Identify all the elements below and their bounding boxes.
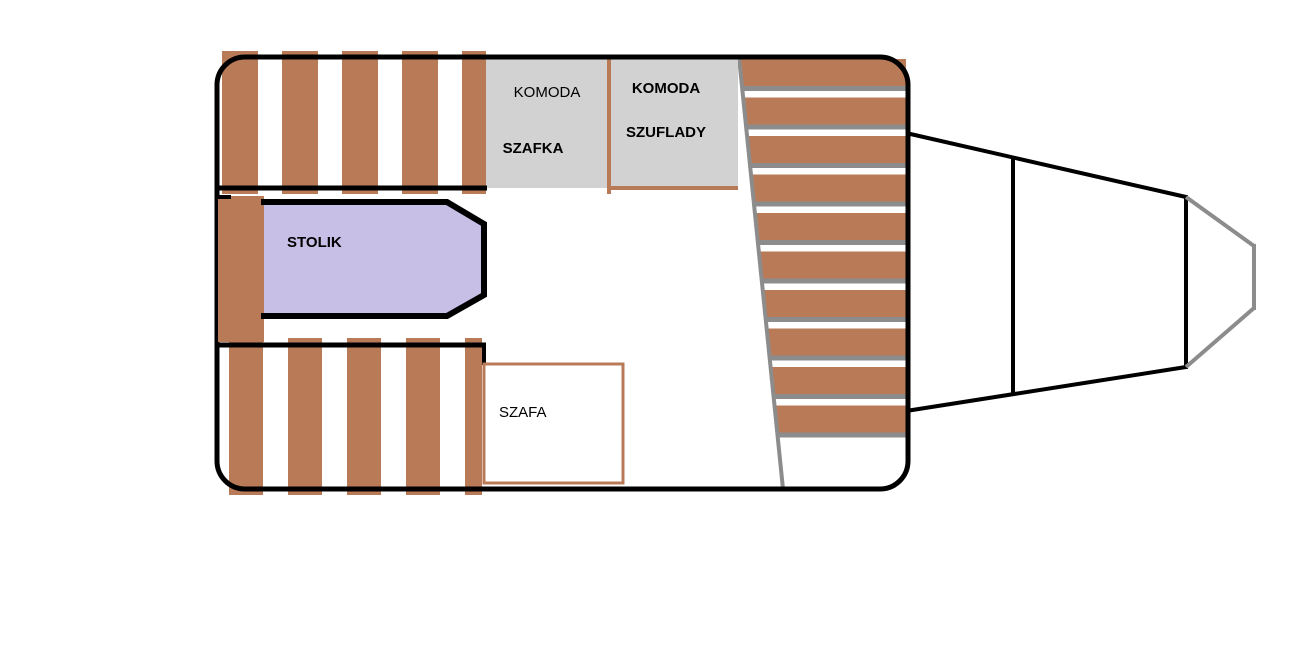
komoda-szafka-label-line1: KOMODA	[514, 84, 581, 101]
szafa-label: SZAFA	[499, 404, 547, 421]
wardrobe-szafa-body	[482, 362, 625, 485]
drawbar-top-line	[905, 131, 1187, 199]
bench-seat-strip-body	[218, 196, 264, 342]
cabinet-komoda-szafka-body	[486, 59, 608, 188]
bed-right-slant-edge	[737, 56, 785, 490]
komoda-szafka-label-line2: SZAFKA	[503, 140, 564, 157]
slat	[347, 338, 381, 495]
bed-right-slats	[737, 56, 906, 490]
komoda-szuflady-label-line2: SZUFLADY	[626, 124, 706, 141]
drawbar-frame	[905, 131, 1256, 413]
slat	[402, 51, 438, 194]
slat	[465, 338, 482, 495]
caravan-body-outline	[214, 54, 911, 492]
slat	[229, 338, 263, 495]
cabinet-komoda-szuflady-body	[610, 59, 738, 188]
table-stolik: STOLIK	[261, 199, 487, 319]
hitch-tip	[1184, 195, 1256, 369]
slat	[342, 51, 378, 194]
bed-bottom-left-slats	[229, 338, 482, 495]
slat	[282, 51, 318, 194]
cabinet-komoda-szafka: KOMODA SZAFKA	[486, 59, 608, 188]
drawbar-bottom-line	[905, 365, 1187, 413]
table-stolik-top	[264, 200, 487, 318]
table-stolik-border	[261, 199, 487, 319]
slat	[462, 51, 486, 194]
cabinet-komoda-szuflady: KOMODA SZUFLADY	[607, 58, 738, 194]
slat	[222, 51, 258, 194]
slat	[406, 338, 440, 495]
wardrobe-szafa: SZAFA	[482, 362, 625, 485]
hitch-tip-bottom-line	[1184, 306, 1256, 369]
bench-seat-strip	[216, 195, 264, 342]
hitch-tip-top-line	[1184, 195, 1256, 248]
slat	[288, 338, 322, 495]
komoda-szuflady-label-line1: KOMODA	[632, 80, 700, 97]
stolik-label: STOLIK	[287, 234, 342, 251]
bed-right-slat-area	[739, 59, 906, 443]
bed-top-left-slats	[222, 51, 486, 194]
